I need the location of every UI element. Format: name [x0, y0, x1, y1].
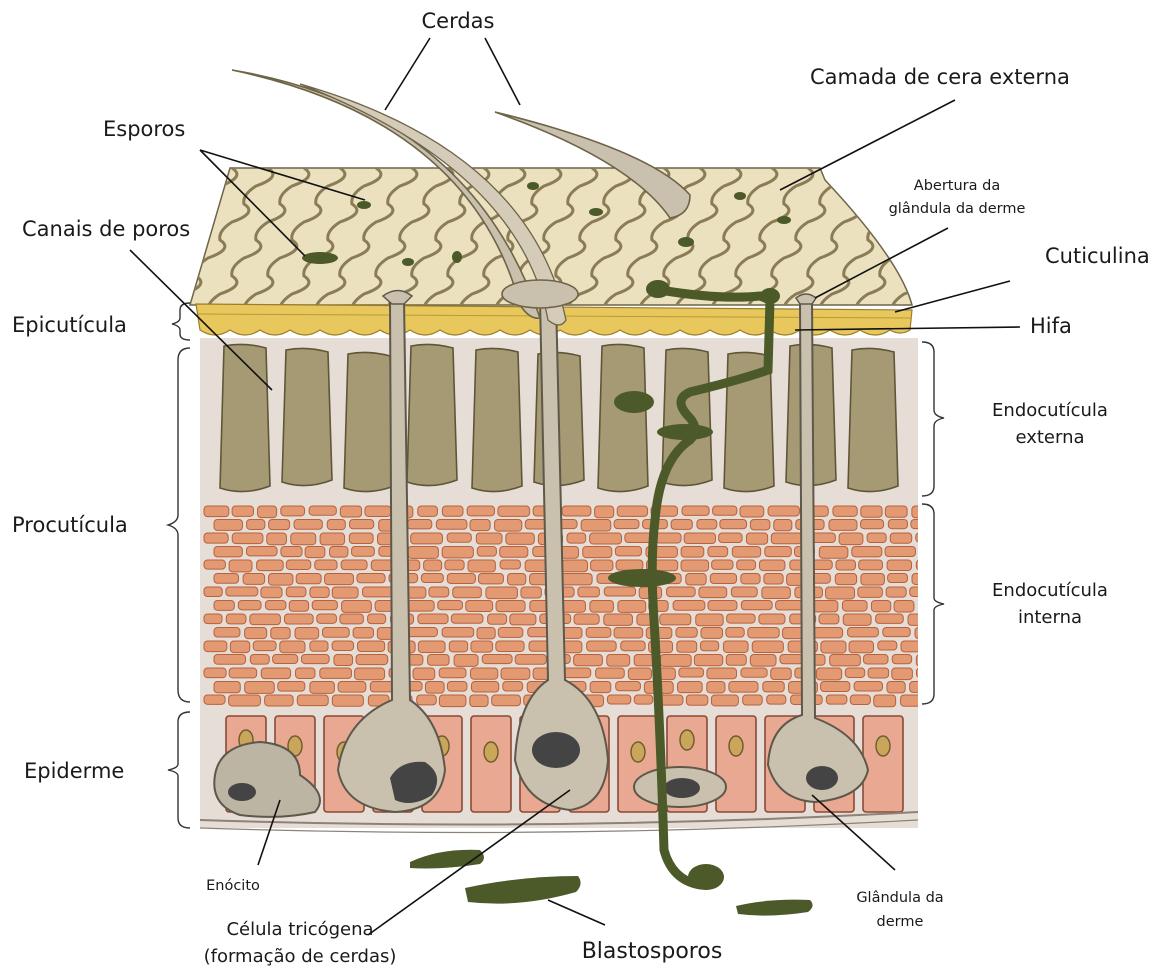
epidermis-cell-fungal [634, 767, 726, 807]
epidermis-cell [471, 716, 511, 812]
label-cuticulina: Cuticulina [1045, 244, 1150, 268]
label-abertura-1: Abertura da [914, 178, 1000, 194]
spore [357, 201, 371, 209]
label-cerdas: Cerdas [422, 9, 495, 33]
exocuticle-block [407, 344, 457, 485]
spore [302, 252, 338, 264]
label-endo-externa-1: Endocutícula [992, 400, 1108, 421]
label-glandula-1: Glândula da [856, 890, 943, 906]
label-blastosporos: Blastosporos [582, 939, 723, 964]
exocuticle-block [598, 344, 648, 491]
brace-procuticula [168, 348, 190, 702]
label-enocito: Enócito [206, 878, 260, 894]
brace-epiderme [168, 712, 190, 828]
right-braces [922, 342, 944, 704]
label-camada-cera: Camada de cera externa [810, 65, 1070, 89]
label-celula-1: Célula tricógena [226, 919, 373, 940]
label-glandula-2: derme [877, 914, 924, 930]
label-endo-externa-2: externa [1015, 427, 1084, 448]
bristle-socket [502, 280, 578, 308]
label-endo-interna-1: Endocutícula [992, 580, 1108, 601]
epidermis-cell [863, 716, 903, 812]
exocuticle-block [848, 348, 898, 491]
left-braces [168, 303, 190, 828]
exocuticle-block [220, 344, 270, 491]
blastospore [736, 900, 813, 916]
label-epicuticula: Epicutícula [12, 313, 127, 337]
exocuticle-block [282, 348, 332, 485]
label-endo-interna-2: interna [1018, 607, 1082, 628]
epidermis-cell [716, 716, 756, 812]
inner-endocuticle-cells [204, 506, 944, 707]
exocuticle-block [344, 352, 394, 491]
label-celula-2: (formação de cerdas) [204, 946, 397, 967]
blastospore [465, 876, 581, 904]
label-abertura-2: glândula da derme [889, 201, 1026, 217]
label-procuticula: Procutícula [12, 513, 128, 537]
label-canais-poros: Canais de poros [22, 217, 190, 241]
label-hifa: Hifa [1030, 314, 1072, 338]
exocuticle-block [472, 348, 522, 491]
brace-epicuticula [172, 303, 190, 340]
brace-endo-interna [922, 504, 944, 704]
label-epiderme: Epiderme [24, 759, 124, 783]
brace-endo-externa [922, 342, 944, 496]
label-esporos: Esporos [103, 117, 185, 141]
